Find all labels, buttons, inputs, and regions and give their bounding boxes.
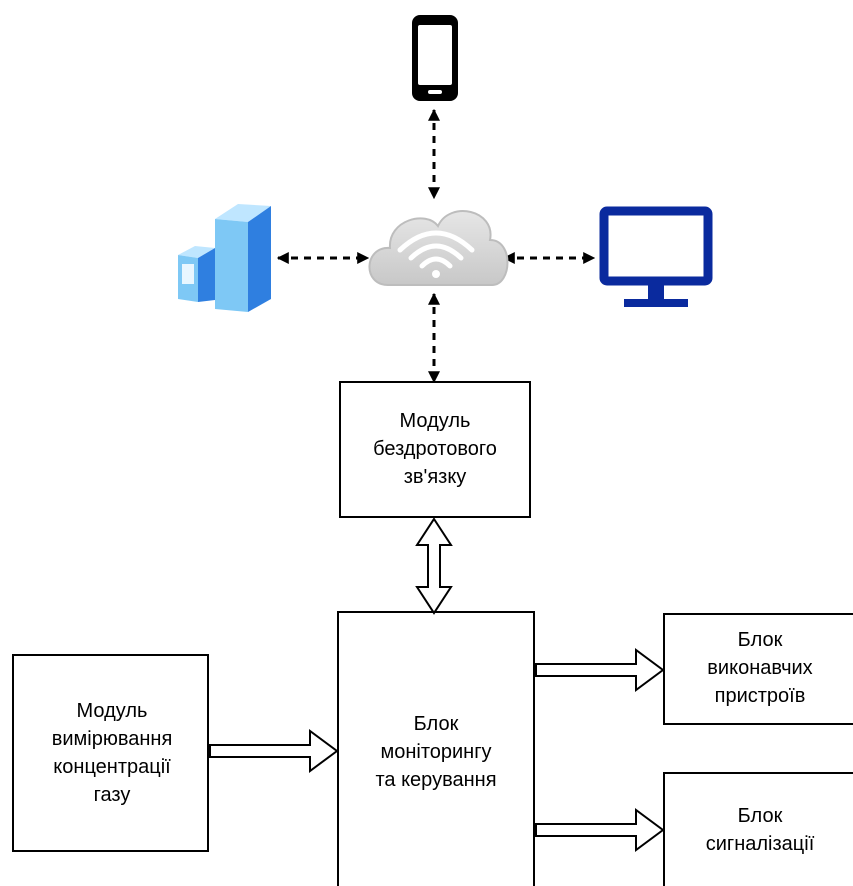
control-block-line-2: моніторингу bbox=[380, 741, 492, 763]
gas-module-line-4: газу bbox=[93, 784, 131, 806]
control-block-line-1: Блок bbox=[413, 713, 459, 735]
server-icon bbox=[178, 204, 271, 312]
wireless-module-line-1: Модуль bbox=[399, 410, 471, 432]
wireless-module-label: Модуль бездротового зв'язку bbox=[373, 407, 497, 491]
actuators-block-line-2: виконавчих bbox=[707, 657, 813, 679]
actuators-block-line-1: Блок bbox=[737, 629, 783, 651]
wireless-control-block-arrow bbox=[415, 517, 453, 615]
alarm-block-line-2: сигналізації bbox=[705, 833, 815, 855]
control-block-label: Блок моніторингу та керування bbox=[375, 710, 496, 794]
cloud-wifi-icon bbox=[368, 210, 509, 286]
wireless-module-line-2: бездротового bbox=[373, 438, 497, 460]
wireless-module-box bbox=[339, 381, 531, 518]
wireless-module-line-3: зв'язку bbox=[403, 466, 467, 488]
smartphone-icon bbox=[412, 15, 458, 101]
control-actuators-block-arrow bbox=[535, 648, 665, 692]
gas-module-line-2: вимірювання bbox=[51, 728, 173, 750]
control-alarm-block-arrow bbox=[535, 808, 665, 852]
actuators-block-line-3: пристроїв bbox=[714, 685, 806, 707]
alarm-block-line-1: Блок bbox=[737, 805, 783, 827]
actuators-block-label: Блок виконавчих пристроїв bbox=[707, 626, 812, 710]
gas-module-line-1: Модуль bbox=[76, 700, 148, 722]
gas-module-label: Модуль вимірювання концентрації газу bbox=[52, 697, 173, 809]
control-block-box bbox=[337, 611, 535, 886]
gas-module-box bbox=[12, 654, 209, 852]
alarm-block-box bbox=[663, 772, 853, 886]
monitor-icon bbox=[599, 206, 713, 307]
control-block-line-3: та керування bbox=[375, 769, 497, 791]
alarm-block-label: Блок сигналізації bbox=[706, 802, 815, 858]
actuators-block-box bbox=[663, 613, 853, 725]
gas-control-block-arrow bbox=[209, 729, 339, 773]
gas-module-line-3: концентрації bbox=[53, 756, 171, 778]
